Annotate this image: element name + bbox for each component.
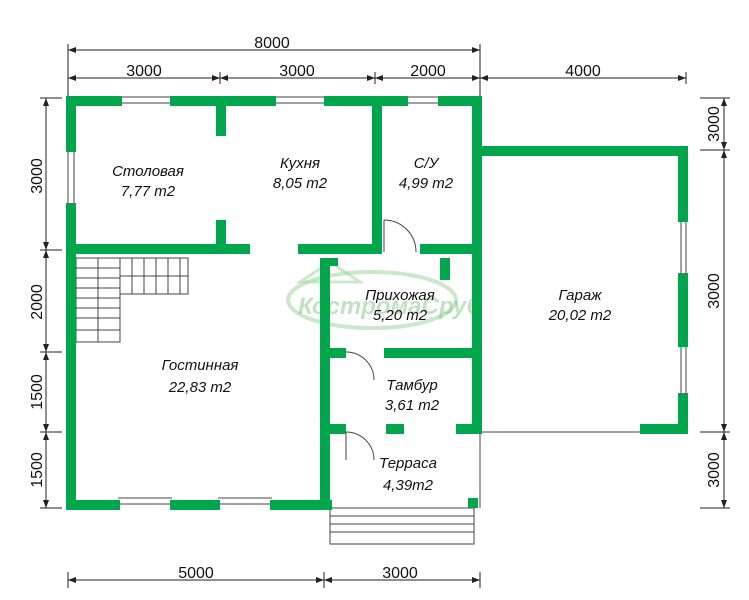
room-area-dining: 7,77 m2 [121, 183, 176, 200]
dim-top-4: 4000 [565, 63, 601, 80]
dim-left-4: 1500 [29, 452, 46, 488]
dim-left-3: 1500 [29, 374, 46, 410]
dim-bottom-2: 3000 [382, 565, 418, 582]
dim-left-1: 3000 [29, 158, 46, 194]
room-name-hallway: Прихожая [365, 287, 435, 304]
dim-right-2: 3000 [706, 273, 723, 309]
room-name-vestibule: Тамбур [386, 377, 437, 394]
room-area-hallway: 5,20 m2 [373, 307, 428, 324]
room-area-terrace: 4,39m2 [383, 477, 434, 494]
room-area-bathroom: 4,99 m2 [399, 175, 454, 192]
room-area-vestibule: 3,61 m2 [385, 397, 440, 414]
dim-top-1: 3000 [126, 63, 162, 80]
room-area-garage: 20,02 m2 [548, 307, 612, 324]
room-labels: Столовая 7,77 m2 Кухня 8,05 m2 С/У 4,99 … [112, 155, 612, 494]
dim-right-3: 3000 [706, 452, 723, 488]
dim-top-2: 3000 [279, 63, 315, 80]
room-name-dining: Столовая [112, 163, 184, 180]
dim-bottom-1: 5000 [178, 565, 214, 582]
dim-top-total: 8000 [254, 35, 290, 52]
room-name-garage: Гараж [558, 287, 602, 304]
room-area-living: 22,83 m2 [168, 379, 232, 396]
walls [66, 96, 688, 510]
dim-top-3: 2000 [410, 63, 446, 80]
dim-right-1: 3000 [706, 106, 723, 142]
bottom-dimensions [67, 572, 481, 588]
dim-left-2: 2000 [29, 284, 46, 320]
room-area-kitchen: 8,05 m2 [273, 175, 328, 192]
room-name-living: Гостинная [162, 357, 239, 374]
room-name-terrace: Терраса [379, 455, 437, 472]
room-name-kitchen: Кухня [280, 155, 320, 172]
room-name-bathroom: С/У [414, 155, 440, 172]
